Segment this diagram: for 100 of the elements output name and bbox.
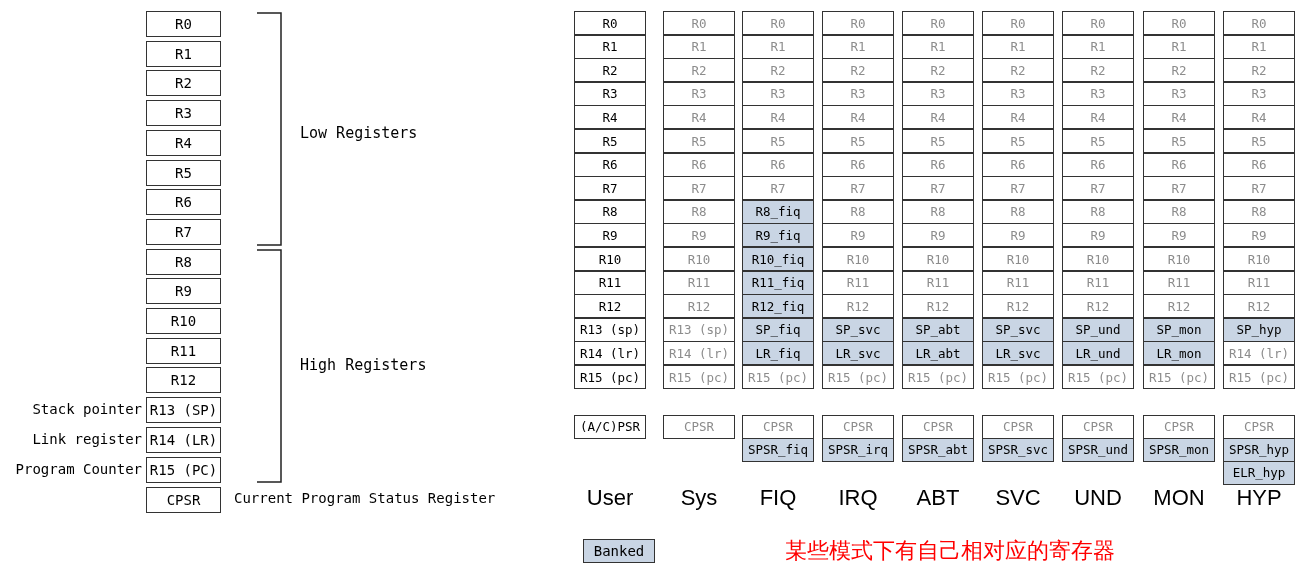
register-cell — [1223, 270, 1295, 295]
register-cell — [1062, 415, 1134, 439]
register-name: R7 — [930, 180, 946, 196]
register-cell — [902, 365, 974, 390]
banked-register-cell — [742, 223, 814, 248]
register-cell — [1062, 365, 1134, 390]
register-box — [146, 159, 221, 186]
register-cell — [742, 152, 814, 177]
register-cell — [822, 34, 894, 59]
register-cell — [1223, 365, 1295, 390]
register-name: R15 (pc) — [668, 369, 730, 385]
register-name: SP_svc — [835, 322, 881, 338]
register-name: LR_abt — [915, 345, 961, 361]
register-cell — [574, 81, 646, 106]
register-name: R8 — [175, 253, 192, 270]
register-name: R14 (lr) — [668, 345, 730, 361]
register-name: R9 — [691, 227, 707, 243]
register-name: R9 — [1251, 227, 1267, 243]
register-name: R2 — [1251, 62, 1267, 78]
register-box — [146, 248, 221, 275]
register-name: R6 — [1251, 157, 1267, 173]
register-box — [146, 367, 221, 394]
register-cell — [742, 58, 814, 83]
register-name: R7 — [850, 180, 866, 196]
register-name: R1 — [770, 39, 786, 55]
register-cell — [822, 223, 894, 248]
register-name: R2 — [691, 62, 707, 78]
register-name: R6 — [691, 157, 707, 173]
register-name: R15 (pc) — [1067, 369, 1129, 385]
register-name: R12 — [1247, 298, 1271, 314]
register-cell — [982, 11, 1054, 36]
register-name: (A/C)PSR — [579, 419, 641, 435]
register-cell — [574, 317, 646, 342]
register-cell — [574, 34, 646, 59]
register-name: R3 — [691, 86, 707, 102]
register-name: SPSR_irq — [827, 442, 889, 458]
register-description: Current Program Status Register — [234, 490, 496, 506]
register-name: R2 — [1090, 62, 1106, 78]
register-name: R1 — [1171, 39, 1187, 55]
register-name: CPSR — [1163, 419, 1195, 435]
register-name: R14 (lr) — [1228, 345, 1290, 361]
register-name: R9 — [930, 227, 946, 243]
register-name: R3 — [602, 86, 618, 102]
banked-register-cell — [902, 341, 974, 366]
register-cell — [574, 105, 646, 130]
register-name: R12_fiq — [751, 298, 805, 314]
register-name: R3 — [850, 86, 866, 102]
register-name: R9_fiq — [755, 227, 801, 243]
register-name: R1 — [1010, 39, 1026, 55]
register-name: R2 — [930, 62, 946, 78]
register-name: R10 — [687, 251, 711, 267]
mode-heading: HYP — [1235, 485, 1283, 511]
register-cell — [902, 247, 974, 272]
register-name: R8 — [1010, 204, 1026, 220]
register-cell — [982, 129, 1054, 154]
register-cell — [574, 270, 646, 295]
register-box — [146, 308, 221, 334]
register-name: SPSR_svc — [987, 442, 1049, 458]
register-name: R10 — [170, 313, 197, 329]
banked-register-cell — [982, 438, 1054, 462]
register-name: R5 — [1251, 133, 1267, 149]
register-cell — [1223, 58, 1295, 83]
register-cell — [982, 34, 1054, 59]
register-name: LR_mon — [1156, 345, 1202, 361]
register-cell — [1223, 34, 1295, 59]
register-cell — [742, 11, 814, 36]
register-cell — [822, 58, 894, 83]
register-cell — [902, 152, 974, 177]
register-cell — [742, 415, 814, 439]
register-cell — [902, 129, 974, 154]
register-cell — [1062, 11, 1134, 36]
mode-heading: ABT — [915, 485, 961, 511]
register-cell — [742, 105, 814, 130]
register-cell — [663, 270, 735, 295]
register-name: R3 — [1010, 86, 1026, 102]
register-name: R11 — [1167, 275, 1191, 291]
register-name: R12 — [1167, 298, 1191, 314]
register-name: R1 — [1090, 39, 1106, 55]
register-name: R5 — [930, 133, 946, 149]
register-cell — [574, 129, 646, 154]
register-name: R0 — [1090, 15, 1106, 31]
register-cell — [663, 34, 735, 59]
register-cell — [1062, 247, 1134, 272]
register-name: R8 — [602, 204, 618, 220]
register-cell — [574, 11, 646, 36]
register-cell — [1223, 152, 1295, 177]
register-cell — [1143, 152, 1215, 177]
register-cell — [1062, 270, 1134, 295]
register-name: R4 — [175, 134, 192, 151]
banked-register-cell — [822, 438, 894, 462]
register-box — [146, 11, 221, 37]
banked-register-cell — [742, 247, 814, 272]
register-cell — [574, 294, 646, 319]
register-box — [146, 218, 221, 245]
register-cell — [1143, 176, 1215, 201]
register-name: CPSR — [1243, 419, 1275, 435]
register-cell — [1062, 34, 1134, 59]
register-name: R14 (LR) — [149, 431, 218, 448]
register-name: R0 — [175, 16, 192, 32]
register-name: R11 — [846, 275, 870, 291]
